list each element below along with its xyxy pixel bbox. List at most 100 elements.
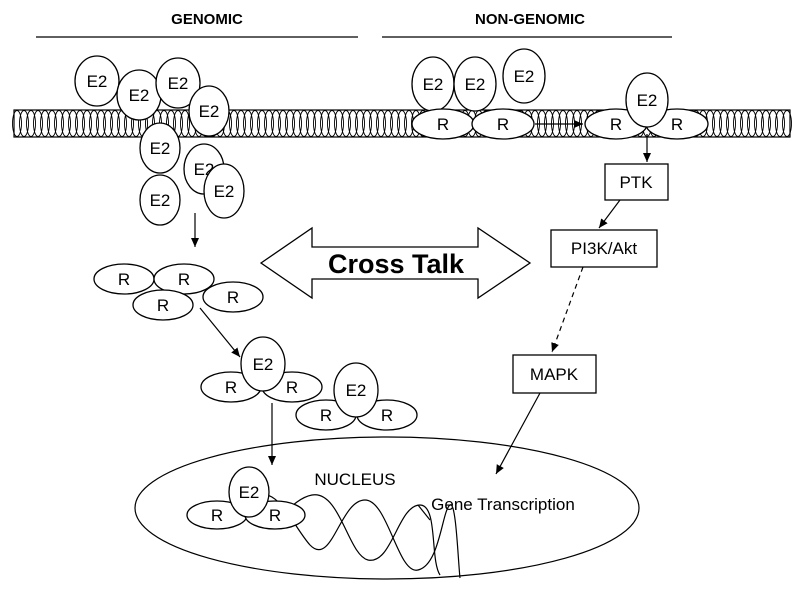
lipid-segment (334, 110, 344, 137)
lipid-segment (264, 110, 274, 137)
pi3k-akt-box: PI3K/Akt (550, 229, 658, 268)
svg-text:R: R (178, 270, 190, 289)
e2-ligand: E2 (139, 122, 181, 174)
lipid-segment (320, 110, 330, 137)
svg-text:R: R (118, 270, 130, 289)
ptk-box: PTK (604, 163, 669, 201)
lipid-segment (110, 110, 120, 137)
e2-ligand: E2 (139, 174, 181, 226)
membrane-receptor: R (411, 108, 475, 140)
lipid-segment (341, 110, 351, 137)
receptor: R (202, 281, 264, 313)
svg-text:R: R (437, 115, 449, 134)
svg-text:E2: E2 (150, 139, 171, 158)
lipid-segment (306, 110, 316, 137)
arrow-mapk-to-nucleus (495, 392, 541, 475)
lipid-segment (292, 110, 302, 137)
lipid-segment (257, 110, 267, 137)
svg-text:PTK: PTK (619, 173, 653, 192)
svg-text:E2: E2 (168, 74, 189, 93)
svg-text:R: R (610, 115, 622, 134)
lipid-segment (271, 110, 281, 137)
lipid-segment (719, 110, 729, 137)
svg-text:E2: E2 (199, 102, 220, 121)
e2-ligand: E2 (228, 466, 270, 518)
svg-text:E2: E2 (423, 75, 444, 94)
membrane-receptor: R (471, 108, 535, 140)
e2-ligand: E2 (203, 163, 245, 219)
e2-ligand: E2 (74, 55, 120, 107)
arrow-ptk-to-pi3k (598, 199, 621, 229)
lipid-segment (243, 110, 253, 137)
lipid-segment (33, 110, 43, 137)
svg-text:PI3K/Akt: PI3K/Akt (571, 239, 637, 258)
lipid-segment (19, 110, 29, 137)
non-genomic-header: NON-GENOMIC (382, 11, 672, 38)
lipid-segment (54, 110, 64, 137)
lipid-segment (82, 110, 92, 137)
lipid-segment (768, 110, 778, 137)
receptor: R (153, 263, 215, 295)
lipid-segment (726, 110, 736, 137)
svg-text:R: R (286, 378, 298, 397)
receptor: R (132, 289, 194, 321)
lipid-segment (229, 110, 239, 137)
lipid-segment (26, 110, 36, 137)
arrow-pi3k-to-mapk (551, 266, 584, 353)
svg-text:E2: E2 (239, 483, 260, 502)
lipid-segment (313, 110, 323, 137)
lipid-segment (96, 110, 106, 137)
e2-ligand: E2 (333, 362, 379, 418)
mapk-box: MAPK (512, 354, 597, 394)
svg-text:R: R (225, 378, 237, 397)
lipid-segment (712, 110, 722, 137)
lipid-segment (103, 110, 113, 137)
genomic-header: GENOMIC (36, 11, 358, 38)
svg-text:E2: E2 (87, 72, 108, 91)
svg-text:MAPK: MAPK (530, 365, 579, 384)
svg-text:R: R (671, 115, 683, 134)
lipid-segment (383, 110, 393, 137)
lipid-segment (47, 110, 57, 137)
lipid-segment (733, 110, 743, 137)
lipid-segment (390, 110, 400, 137)
lipid-segment (348, 110, 358, 137)
svg-text:R: R (497, 115, 509, 134)
lipid-segment (285, 110, 295, 137)
svg-text:E2: E2 (150, 191, 171, 210)
lipid-segment (278, 110, 288, 137)
lipid-segment (740, 110, 750, 137)
svg-text:R: R (320, 406, 332, 425)
svg-text:NON-GENOMIC: NON-GENOMIC (475, 11, 585, 28)
svg-text:E2: E2 (346, 381, 367, 400)
svg-text:GENOMIC: GENOMIC (171, 11, 243, 28)
lipid-segment (782, 110, 792, 137)
lipid-segment (75, 110, 85, 137)
svg-text:R: R (227, 288, 239, 307)
svg-text:Gene Transcription: Gene Transcription (431, 495, 575, 514)
svg-text:E2: E2 (214, 182, 235, 201)
svg-text:R: R (211, 506, 223, 525)
svg-text:E2: E2 (514, 67, 535, 86)
cross-talk-arrow: Cross Talk (259, 226, 532, 300)
lipid-segment (327, 110, 337, 137)
svg-text:Cross Talk: Cross Talk (328, 249, 465, 279)
svg-text:R: R (157, 296, 169, 315)
e2-ligand: E2 (188, 85, 230, 137)
lipid-segment (369, 110, 379, 137)
nucleus: NUCLEUS Gene Transcription (134, 436, 640, 580)
e2-ligand: E2 (411, 56, 455, 112)
svg-text:E2: E2 (253, 355, 274, 374)
e2-ligand: E2 (155, 57, 201, 109)
svg-text:E2: E2 (129, 86, 150, 105)
lipid-segment (761, 110, 771, 137)
lipid-segment (754, 110, 764, 137)
svg-text:R: R (381, 406, 393, 425)
lipid-segment (68, 110, 78, 137)
svg-text:R: R (269, 506, 281, 525)
lipid-segment (747, 110, 757, 137)
lipid-segment (299, 110, 309, 137)
lipid-segment (61, 110, 71, 137)
lipid-segment (362, 110, 372, 137)
e2-ligand: E2 (240, 336, 286, 392)
